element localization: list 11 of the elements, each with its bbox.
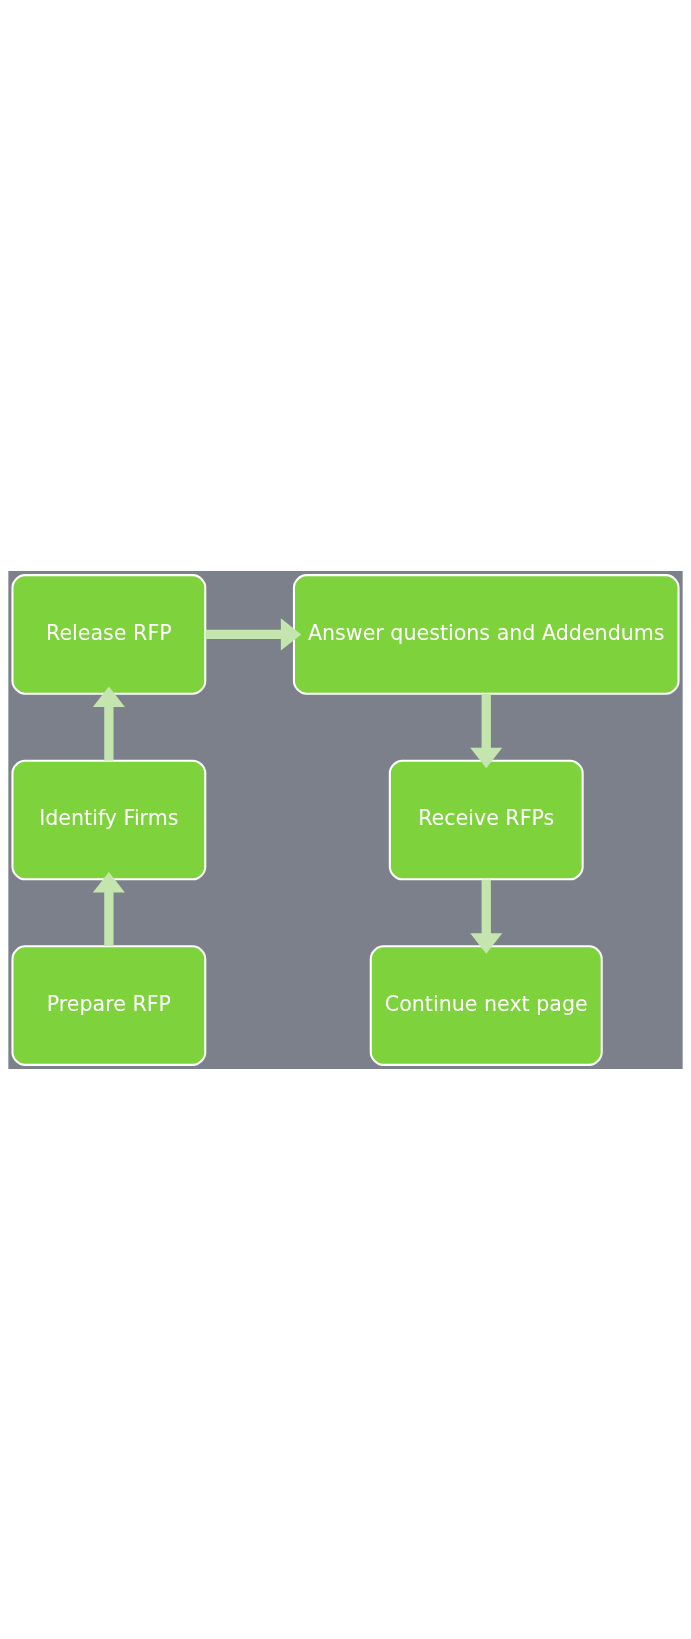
arrow bbox=[205, 617, 302, 650]
node-box: Prepare RFP bbox=[11, 944, 207, 1066]
node-box: Release RFP bbox=[11, 573, 207, 695]
node-box: Answer questions and Addendums bbox=[292, 573, 680, 695]
node-box: Receive RFPs bbox=[388, 759, 584, 880]
node-box: Continue next page bbox=[369, 944, 603, 1066]
arrow bbox=[470, 693, 503, 768]
arrow bbox=[92, 871, 125, 946]
arrow bbox=[92, 686, 125, 761]
node-box: Identify Firms bbox=[11, 759, 207, 880]
arrow bbox=[470, 879, 503, 954]
